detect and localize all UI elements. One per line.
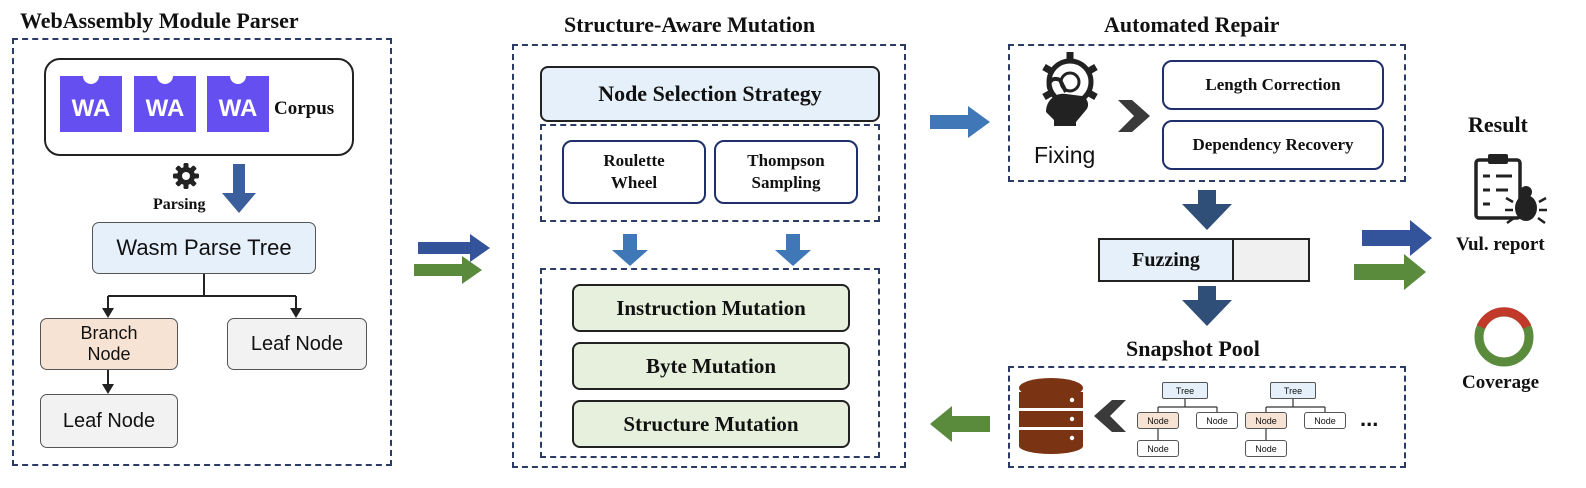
wa-logo-3: WA [207,68,269,132]
database-icon [1019,378,1083,454]
snapshot-node-1a: Node [1137,412,1179,429]
wasm-parse-tree-node: Wasm Parse Tree [92,222,316,274]
roulette-wheel-box: Roulette Wheel [562,140,706,204]
snapshot-node-1c: Node [1137,440,1179,457]
fuzzing-icon-cell [1234,240,1308,280]
leaf-node-bottom: Leaf Node [40,394,178,448]
down-arrow-to-fuzzing [1182,190,1232,230]
snapshot-node-1b: Node [1196,412,1238,429]
parser-panel [12,38,392,466]
blue-arrow-to-repair [930,106,990,138]
green-arrow-to-mutation-back [930,406,990,442]
fixing-gear-hand-icon [1042,52,1098,126]
dark-chevron-arrow [1118,100,1150,132]
fuzzing-box: Fuzzing [1098,238,1310,282]
down-arrow-parser [222,164,256,213]
coverage-label: Coverage [1462,372,1540,393]
snapshot-tree-1: Tree [1162,382,1208,399]
blue-arrow-to-result [1362,220,1432,256]
repair-panel [1008,44,1406,182]
wa-logo-1: WA [60,68,122,132]
down-arrow-thompson [775,234,811,266]
parsing-gear-icon [173,163,199,189]
thompson-sampling-box: Thompson Sampling [714,140,858,204]
mutation-ops-group [540,268,880,458]
byte-mutation: Byte Mutation [572,342,850,390]
vul-report-clipboard-icon [1474,154,1522,220]
length-correction-box: Length Correction [1162,60,1384,110]
parse-tree-connectors [108,274,296,297]
fuzzing-label: Fuzzing [1100,240,1234,280]
snapshot-title: Snapshot Pool [1126,336,1260,361]
connector-arrowhead-branch [102,308,114,318]
snapshot-node-2b: Node [1304,412,1346,429]
snapshot-ellipsis: ... [1360,406,1379,431]
down-arrow-to-snapshot [1182,286,1232,326]
mutation-title: Structure-Aware Mutation [564,12,816,37]
wa-logo-3-text: WA [218,95,258,122]
node-selection-strategy: Node Selection Strategy [540,66,880,122]
repair-title: Automated Repair [1104,12,1280,37]
leaf-node-right: Leaf Node [227,318,367,370]
parser-title: WebAssembly Module Parser [20,8,299,33]
fixing-label: Fixing [1034,142,1096,168]
snapshot-tree-2: Tree [1270,382,1316,399]
connector-arrowhead-leaf-bottom [102,384,114,394]
connector-arrowhead-leaf-right [290,308,302,318]
green-arrow-to-mutation [414,256,482,284]
snapshot-tree-connectors [1157,399,1326,440]
branch-node: Branch Node [40,318,178,370]
blue-arrow-to-mutation [418,234,490,262]
wa-logo-2: WA [134,68,196,132]
snapshot-node-2c: Node [1245,440,1287,457]
dependency-recovery-box: Dependency Recovery [1162,120,1384,170]
vul-report-label: Vul. report [1456,234,1545,255]
instruction-mutation: Instruction Mutation [572,284,850,332]
wa-logo-1-text: WA [71,95,111,122]
bug-icon [1505,186,1547,225]
green-arrow-to-result [1354,254,1426,290]
snapshot-node-2a: Node [1245,412,1287,429]
dark-left-arrow-database [1094,400,1126,432]
corpus-label: Corpus [274,98,335,119]
strategy-group [540,124,880,222]
parsing-label: Parsing [153,196,206,213]
down-arrow-roulette [612,234,648,266]
mutation-panel [512,44,906,468]
snapshot-panel [1008,366,1406,468]
coverage-ring-icon [1474,307,1534,367]
structure-mutation: Structure Mutation [572,400,850,448]
wa-logo-2-text: WA [145,95,185,122]
result-title: Result [1468,112,1528,137]
